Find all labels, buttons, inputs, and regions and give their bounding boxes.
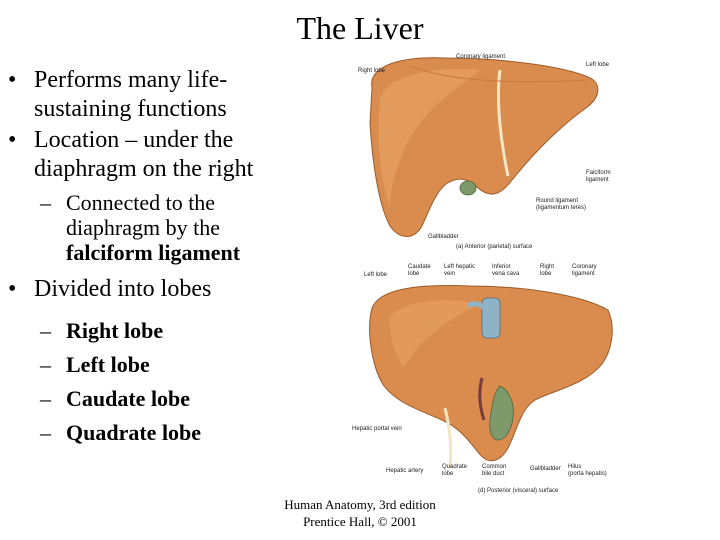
- sub-bullet-text: Connected to the diaphragm by the: [66, 190, 220, 240]
- bullet-dot-icon: •: [8, 127, 17, 153]
- bullet-dot-icon: •: [8, 276, 17, 302]
- bullet-item: • Divided into lobes: [8, 275, 308, 304]
- label-hepatic-artery: Hepatic artery: [386, 468, 424, 474]
- bullet-text: Performs many life-sustaining functions: [34, 67, 228, 122]
- dash-icon: –: [40, 318, 51, 343]
- lobe-list: –Right lobe –Left lobe –Caudate lobe –Qu…: [8, 314, 308, 450]
- label-common-bile-duct: Common bile duct: [482, 464, 507, 477]
- bullet-text: Divided into lobes: [34, 276, 212, 302]
- liver-anterior-shade: [378, 68, 480, 209]
- label-round-ligament: Round ligament (ligamentum teres): [536, 198, 587, 211]
- left-hepatic-vein: [466, 301, 489, 312]
- lobe-label: Caudate lobe: [66, 386, 191, 411]
- liver-figure: Right lobe Coronary ligament Left lobe F…: [350, 48, 620, 498]
- gallbladder-posterior: [489, 385, 514, 441]
- label-falciform-ligament: Falciform ligament: [586, 170, 611, 183]
- round-ligament-stripe: [443, 407, 453, 469]
- lobe-item: –Caudate lobe: [8, 382, 308, 416]
- falciform-ligament-line: [496, 69, 510, 177]
- lobe-item: –Quadrate lobe: [8, 416, 308, 450]
- bullet-item: • Location – under the diaphragm on the …: [8, 126, 308, 184]
- label-coronary-ligament: Coronary ligament: [456, 54, 506, 60]
- lobe-label: Right lobe: [66, 318, 164, 343]
- bullet-dot-icon: •: [8, 67, 17, 93]
- dash-icon: –: [40, 352, 51, 377]
- sub-bullet-item: – Connected to the diaphragm by the falc…: [8, 190, 308, 265]
- label-left-lobe-posterior: Left lobe: [364, 272, 388, 278]
- bullet-text: Location – under the diaphragm on the ri…: [34, 127, 254, 182]
- slide-title: The Liver: [296, 10, 424, 46]
- caption-line-1: Human Anatomy, 3rd edition: [284, 497, 436, 512]
- label-left-hepatic-vein: Left hepatic vein: [444, 264, 476, 277]
- caption-anterior-view: (a) Anterior (parietal) surface: [456, 244, 533, 250]
- lobe-label: Left lobe: [66, 352, 150, 377]
- dash-icon: –: [40, 190, 51, 215]
- label-hilus: Hilus (porta hepatis): [568, 464, 607, 477]
- lobe-item: –Right lobe: [8, 314, 308, 348]
- bullet-list: • Performs many life-sustaining function…: [8, 66, 308, 450]
- label-gallbladder-anterior: Gallbladder: [428, 234, 459, 240]
- dash-icon: –: [40, 386, 51, 411]
- label-right-lobe-posterior: Right lobe: [540, 264, 555, 277]
- sub-bullet-emphasis: falciform ligament: [66, 240, 241, 265]
- label-left-lobe: Left lobe: [586, 62, 610, 68]
- inferior-vena-cava: [481, 297, 501, 339]
- coronary-ligament-line: [409, 65, 589, 83]
- bullet-item: • Performs many life-sustaining function…: [8, 66, 308, 124]
- liver-illustration: [369, 57, 613, 469]
- label-gallbladder-posterior: Gallbladder: [530, 466, 561, 472]
- label-hepatic-portal-vein: Hepatic portal vein: [352, 426, 402, 432]
- label-right-lobe: Right lobe: [358, 68, 386, 74]
- lobe-label: Quadrate lobe: [66, 420, 202, 445]
- caption-line-2: Prentice Hall, © 2001: [303, 514, 417, 529]
- dash-icon: –: [40, 420, 51, 445]
- source-caption: Human Anatomy, 3rd edition Prentice Hall…: [272, 496, 448, 530]
- lobe-item: –Left lobe: [8, 348, 308, 382]
- gallbladder-anterior: [459, 180, 477, 196]
- label-inferior-vena-cava: Inferior vena cava: [492, 264, 520, 277]
- label-caudate-lobe: Caudate lobe: [408, 264, 431, 277]
- label-quadrate-lobe: Quadrate lobe: [442, 464, 468, 477]
- portal-structures: [478, 377, 486, 421]
- caption-posterior-view: (d) Posterior (visceral) surface: [478, 488, 559, 494]
- liver-posterior-shade: [389, 300, 480, 368]
- label-coronary-ligament-posterior: Coronary ligament: [572, 264, 597, 277]
